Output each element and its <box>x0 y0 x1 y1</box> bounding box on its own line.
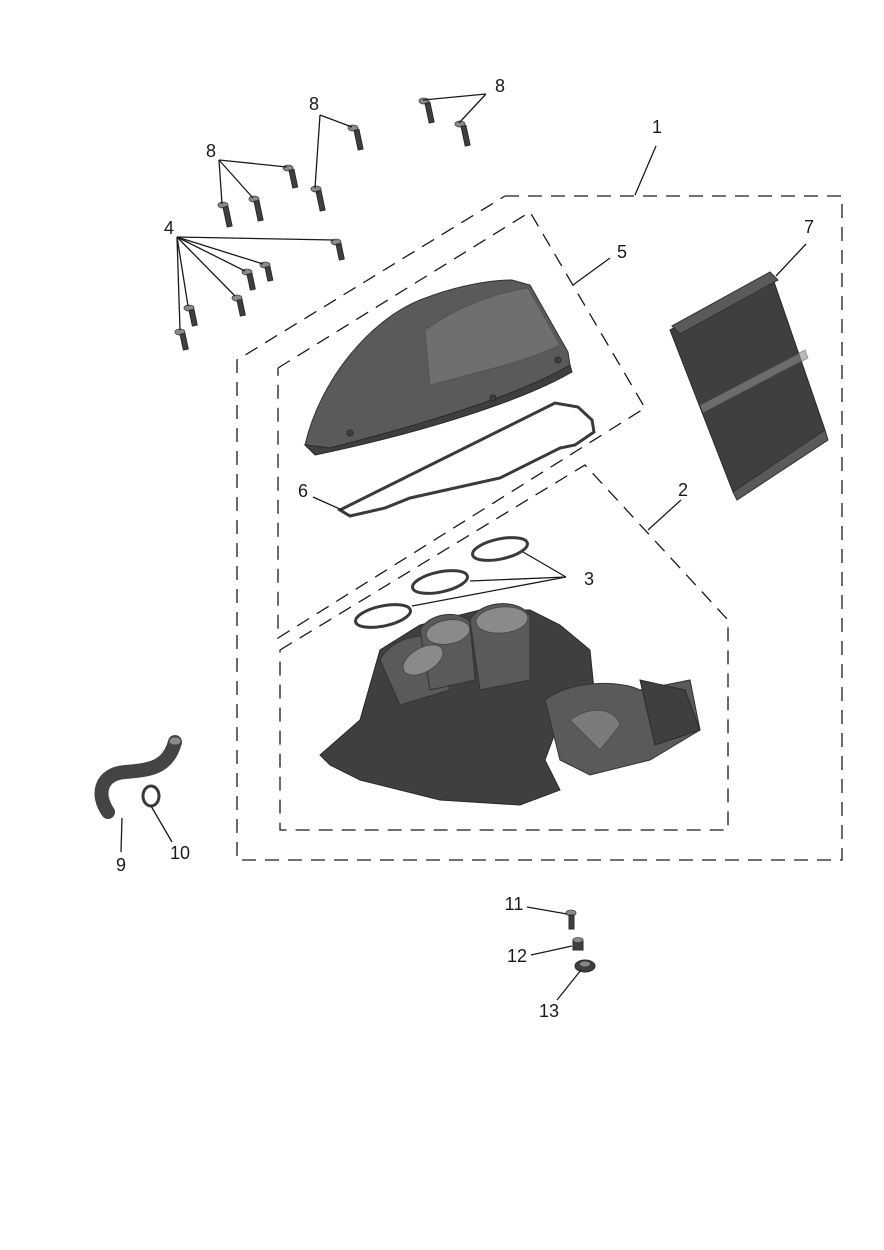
bolt-8d <box>347 124 364 151</box>
boundary-housing-2 <box>279 464 729 831</box>
bolt-4c <box>241 268 256 291</box>
boundary-assembly-1 <box>236 195 843 861</box>
assembly-boundaries <box>236 195 843 861</box>
boundary-cover-5 <box>277 211 646 640</box>
bolt-4e <box>183 304 198 327</box>
callout-13: 13 <box>539 1001 559 1021</box>
callout-8c: 8 <box>495 76 505 96</box>
callout-labels: 1 2 3 4 5 6 7 8 8 8 8 9 10 11 12 13 <box>116 76 814 1021</box>
callout-8b: 8 <box>309 94 319 114</box>
bolt-8f <box>418 97 435 124</box>
callout-5: 5 <box>617 242 627 262</box>
callout-11: 11 <box>505 894 524 914</box>
bolt-8a <box>282 164 299 189</box>
gasket <box>336 401 596 518</box>
bolt-11 <box>565 909 577 930</box>
callout-1: 1 <box>652 117 662 137</box>
callout-10: 10 <box>170 843 190 863</box>
callout-8a: 8 <box>206 141 216 161</box>
bolt-4d <box>231 294 246 317</box>
breather-hose <box>94 735 182 819</box>
callout-3: 3 <box>584 569 594 589</box>
bolt-8c <box>217 201 233 228</box>
air-filter <box>669 271 829 501</box>
bolt-4a <box>330 238 345 261</box>
callout-2: 2 <box>678 480 688 500</box>
bolt-4f <box>174 328 189 351</box>
bolt-8g <box>454 120 471 147</box>
callout-7: 7 <box>804 217 814 237</box>
spacer-12 <box>572 937 584 951</box>
callout-6: 6 <box>298 481 308 501</box>
bolt-8e <box>310 185 326 212</box>
callout-4: 4 <box>164 218 174 238</box>
airbox-housing <box>319 603 701 806</box>
callout-9: 9 <box>116 855 126 875</box>
grommet-13 <box>574 959 596 973</box>
hose-clip <box>141 784 161 808</box>
leader-lines <box>120 93 807 1001</box>
airbox-cover <box>303 279 573 456</box>
bolts-group <box>174 97 471 351</box>
callout-12: 12 <box>507 946 527 966</box>
bolt-4b <box>259 261 274 282</box>
o-rings <box>354 536 529 629</box>
bolt-8b <box>248 195 264 222</box>
